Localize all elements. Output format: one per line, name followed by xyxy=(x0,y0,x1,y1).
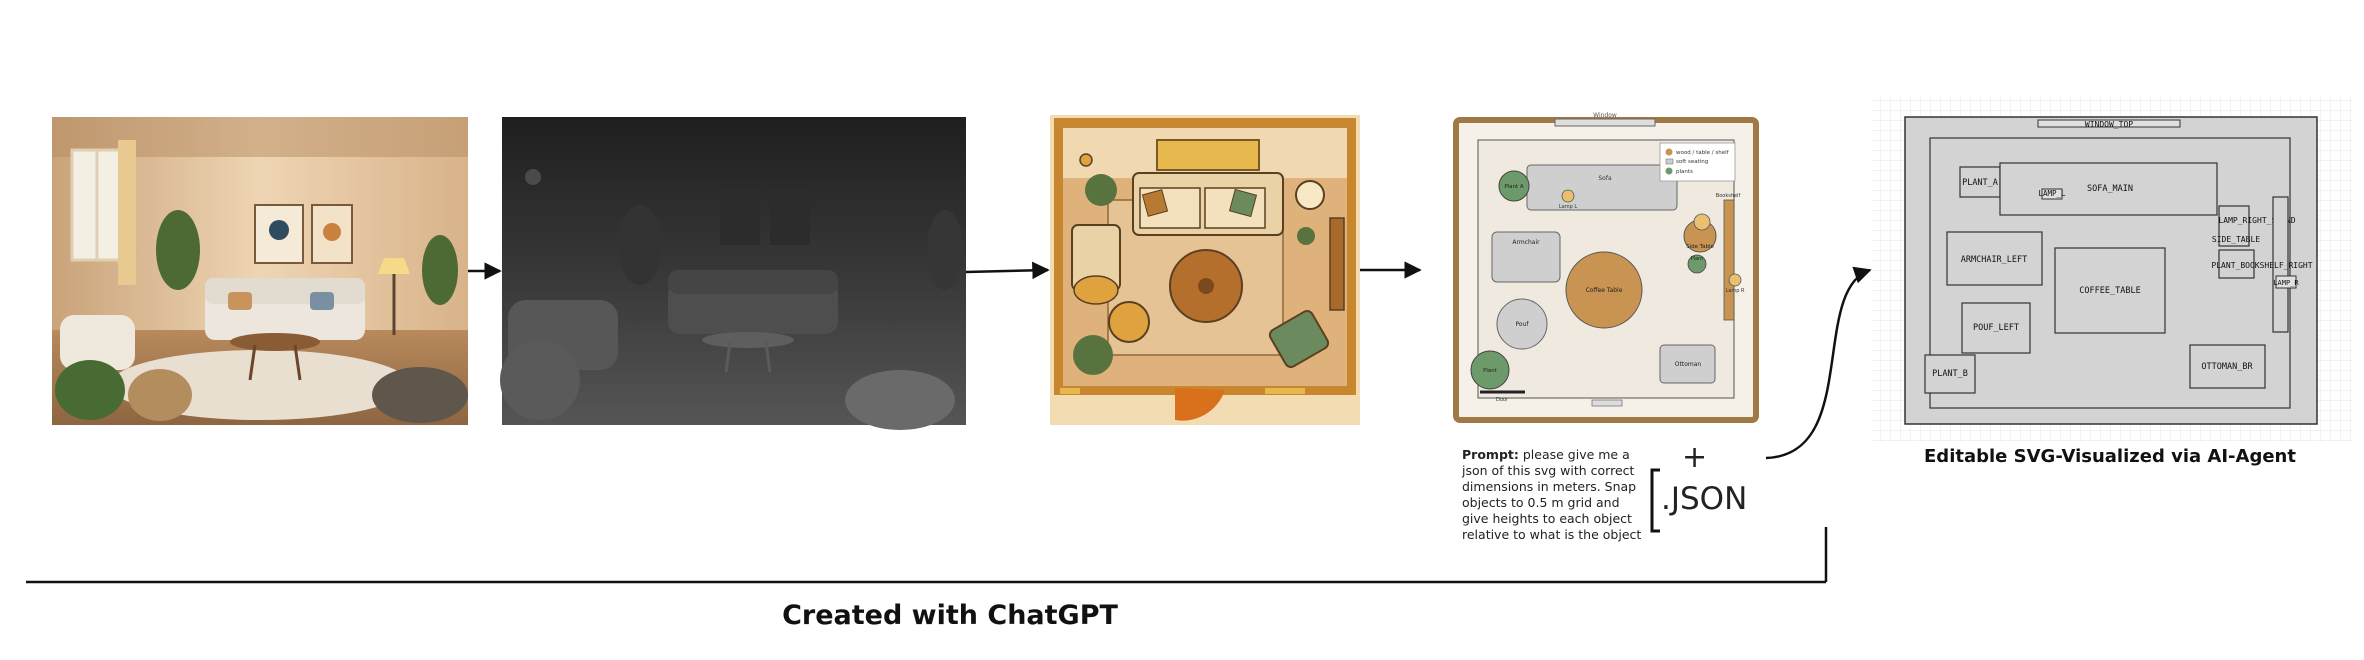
label-lamp-l: Lamp L xyxy=(1559,204,1577,210)
svg-label-window-top: WINDOW_TOP xyxy=(2085,120,2133,129)
caption-editable-svg: Editable SVG-Visualized via AI-Agent xyxy=(1924,446,2296,467)
svg-label-lamp-l: LAMP_L xyxy=(2038,189,2066,198)
prompt-text: Prompt: please give me a json of this sv… xyxy=(1462,447,1647,543)
living-room-photo xyxy=(52,117,468,425)
svg-label-plant-b: PLANT_B xyxy=(1932,369,1968,379)
label-plant-a: Plant A xyxy=(1504,184,1524,190)
label-bookshelf: Bookshelf xyxy=(1716,193,1741,199)
svg-label-armchair-left: ARMCHAIR_LEFT xyxy=(1961,255,2028,265)
plus-sign: + xyxy=(1682,440,1708,475)
flow-arrows xyxy=(26,261,1872,584)
schematic-floor-plan: Window Sofa wood / table / shelf soft se… xyxy=(1453,112,1759,423)
svg-label-coffee-table: COFFEE_TABLE xyxy=(2079,286,2140,296)
svg-label-plant-bookshelf-right: PLANT_BOOKSHELF_RIGHT xyxy=(2211,261,2312,270)
json-bracket xyxy=(1650,468,1660,533)
svg-label-ottoman-br: OTTOMAN_BR xyxy=(2201,362,2253,372)
label-sofa: Sofa xyxy=(1598,175,1612,182)
svg-label-side-table: SIDE_TABLE xyxy=(2212,235,2260,244)
svg-label-sofa-main: SOFA_MAIN xyxy=(2087,184,2133,194)
arrow-json-to-svg xyxy=(1765,266,1872,460)
label-plant-right: Plant xyxy=(1691,256,1704,262)
legend-soft: soft seating xyxy=(1676,159,1708,165)
illustrated-floor-plan xyxy=(1050,115,1360,425)
legend-plants: plants xyxy=(1676,169,1693,175)
label-side-table: Side Table xyxy=(1686,244,1714,250)
svg-label-pouf-left: POUF_LEFT xyxy=(1973,323,2019,333)
prompt-body: please give me a json of this svg with c… xyxy=(1462,447,1642,542)
svg-label-plant-a: PLANT_A xyxy=(1962,178,1998,188)
label-coffee-table: Coffee Table xyxy=(1586,287,1623,294)
label-pouf: Pouf xyxy=(1516,321,1530,328)
prompt-label: Prompt: xyxy=(1462,447,1519,462)
depth-map-image xyxy=(500,117,966,430)
label-ottoman: Ottoman xyxy=(1675,361,1702,368)
arrow-depth-to-plan xyxy=(965,261,1050,280)
caption-created-with: Created with ChatGPT xyxy=(782,600,1118,631)
label-door: Door xyxy=(1496,397,1509,403)
json-label: .JSON xyxy=(1661,481,1748,517)
label-plant-b: Plant xyxy=(1483,368,1498,374)
legend-wood: wood / table / shelf xyxy=(1676,150,1730,156)
editable-svg-plan: WINDOW_TOP PLANT_A LAMP_L SOFA_MAIN LAMP… xyxy=(1872,97,2352,442)
svg-label-lamp-r: LAMP_R xyxy=(2273,279,2299,287)
label-window: Window xyxy=(1593,112,1617,119)
label-lamp-r: Lamp R xyxy=(1726,288,1745,294)
label-armchair: Armchair xyxy=(1512,239,1540,246)
svg-label-lamp-right-stand: LAMP_RIGHT_STAND xyxy=(2218,216,2295,225)
